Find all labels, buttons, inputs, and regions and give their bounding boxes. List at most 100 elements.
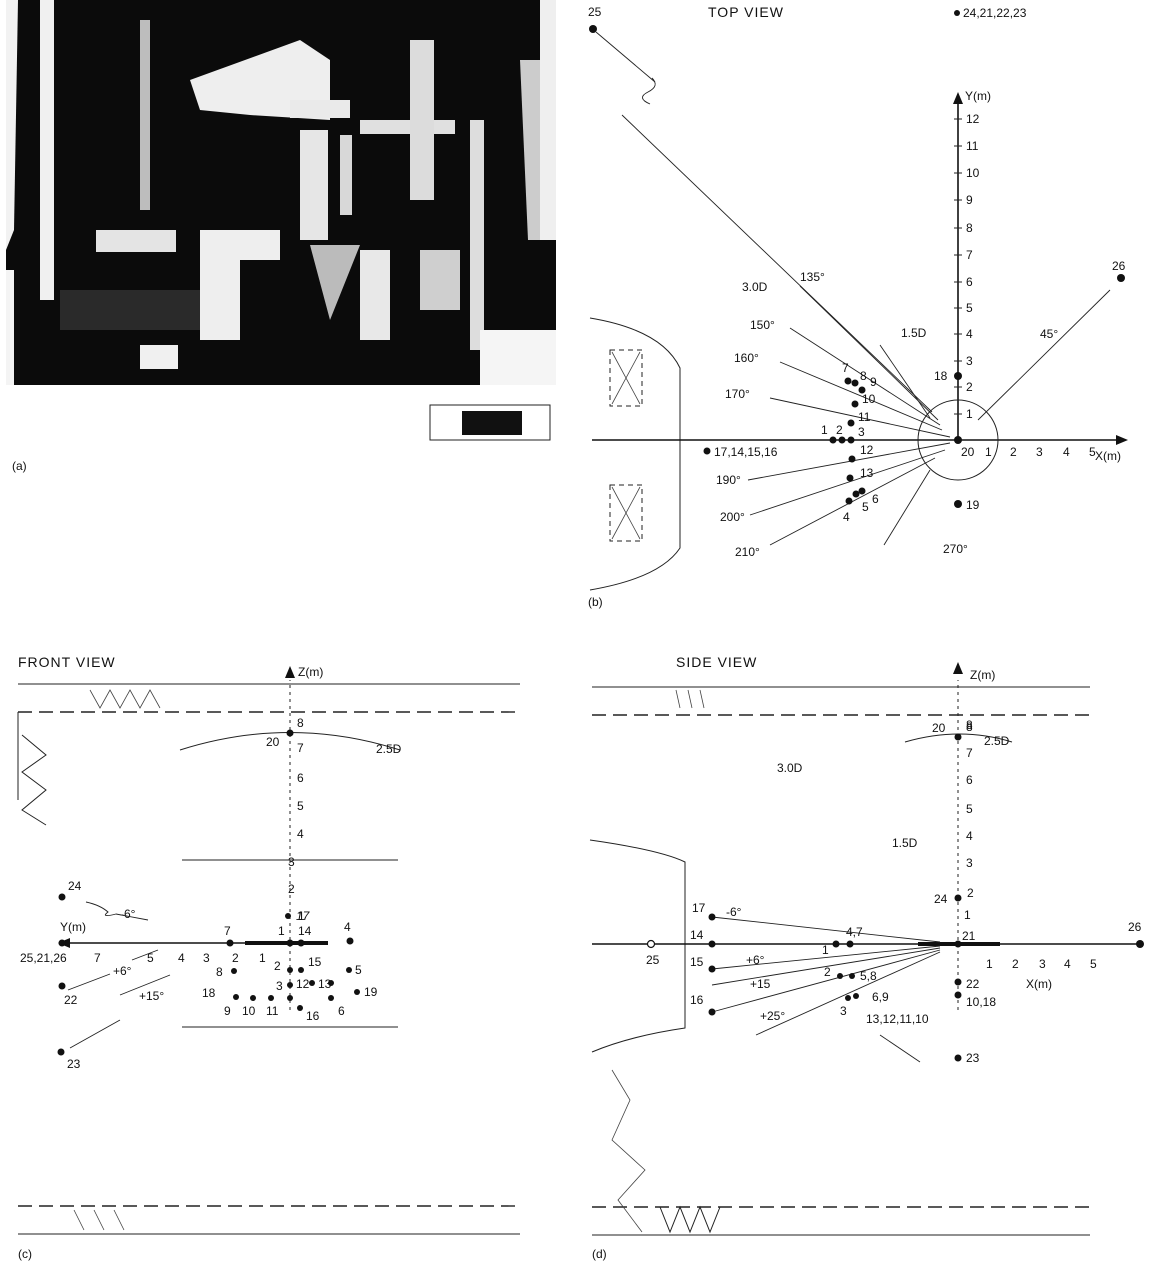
point-25-21-26 [58,939,66,947]
point-22 [954,978,962,986]
x-axis-arrow [1116,435,1128,445]
y-tick: 5 [966,301,973,315]
label-3: 3 [276,979,283,993]
point-6 [858,487,866,495]
angle-labels: 135° 150° 160° 170° 190° 200° 210° 270° … [716,270,1058,559]
ray-plus-15 [69,974,171,1049]
label-19: 19 [966,498,980,512]
x-tick: 5 [1090,957,1097,971]
label-11: 11 [858,410,871,424]
annot-minus-6: -6° [726,905,742,919]
label-24: 24 [68,879,82,893]
point-labels: 20 17 24 7 1 14 4 25,21,26 22 23 2 15 5 … [20,735,378,1071]
point-26 [1136,940,1144,948]
y-tick: 4 [966,327,973,341]
z-tick: 8 [297,716,304,730]
label-12: 12 [296,977,310,991]
label-6: 6 [338,1004,345,1018]
label-1: 1 [821,423,828,437]
point-4-7 [846,940,854,948]
panel-c-label: (c) [18,1247,32,1261]
point-13 [846,474,854,482]
dashed-box [609,484,643,542]
label-25-21-26: 25,21,26 [20,951,67,965]
label-3: 3 [840,1004,847,1018]
panel-b-title: TOP VIEW [708,4,784,20]
y-tick: 4 [178,951,185,965]
label-13: 13 [318,977,332,991]
point-20-8 [954,733,962,741]
label-10: 10 [862,392,876,406]
point-7 [226,939,234,947]
x-tick: 5 [1089,445,1096,459]
photograph [6,0,556,441]
label-24: 24 [934,892,948,906]
z-tick: 2 [967,886,974,900]
label-15: 15 [690,955,704,969]
y-tick: 10 [966,166,980,180]
annot-1-5d: 1.5D [892,836,918,850]
z-tick: 7 [966,746,973,760]
label-21: 21 [962,929,976,943]
point-14 [708,940,716,948]
point-19 [954,500,962,508]
y-ticks: 1 2 3 4 5 7 [94,951,266,965]
z-axis-arrow [953,662,963,674]
label-17: 17 [296,909,311,923]
point-20 [954,436,962,444]
origin-circle [917,399,999,481]
label-20: 20 [932,721,946,735]
angle-210: 210° [735,545,760,559]
label-8: 8 [966,720,973,734]
diameter-1-5d: 1.5D [901,326,927,340]
hatch-top [675,689,705,709]
point-5 [852,490,860,498]
x-tick: 4 [1063,445,1070,459]
structure-outline [589,839,686,1053]
panel-b: TOP VIEW Y(m) X(m) 1 2 3 4 5 6 7 8 9 10 … [588,4,1128,609]
point-2 [837,973,843,979]
z-tick: 4 [297,827,304,841]
label-9: 9 [224,1004,231,1018]
ray-plus-6 [67,949,159,991]
z-tick: 1 [964,908,971,922]
point-23 [57,1048,65,1056]
point-25 [646,939,656,949]
y-tick: 5 [147,951,154,965]
z-tick: 7 [297,741,304,755]
x-ticks: 1 2 3 4 5 [985,445,1096,459]
label-2: 2 [836,423,843,437]
dashed-box [609,349,643,407]
point-15 [298,967,304,973]
structure-outline [589,317,681,591]
point-labels: 20 8 24 21 26 17 14 15 16 4,7 1 25 2 5,8… [646,720,1142,1065]
x-axis-label: X(m) [1026,977,1052,991]
panel-c-title: FRONT VIEW [18,654,116,670]
label-5: 5 [862,500,869,514]
angle-190: 190° [716,473,741,487]
point-19 [354,989,360,995]
label-1: 1 [278,924,285,938]
y-tick: 1 [966,407,973,421]
panel-a-label: (a) [12,459,27,473]
point-5 [346,967,352,973]
point-6-9 [853,993,859,999]
label-10: 10 [242,1004,256,1018]
y-tick: 3 [966,354,973,368]
z-tick: 6 [297,771,304,785]
y-tick: 11 [966,139,979,153]
label-2: 2 [824,965,831,979]
label-13-12-11-10: 13,12,11,10 [866,1012,929,1026]
z-ticks: 1 2 3 4 5 6 7 8 [964,718,974,922]
data-points [589,10,1125,508]
y-tick: 7 [94,951,101,965]
point-13 [328,980,334,986]
point-4 [346,937,354,945]
z-axis-label: Z(m) [970,668,995,682]
panel-c: FRONT VIEW Z(m) Y(m) 1 2 3 4 5 6 7 [17,654,520,1261]
annot-minus-6: -6° [120,907,136,921]
label-22: 22 [64,993,78,1007]
point-9 [858,386,866,394]
point-3 [847,436,855,444]
zigzag-spring [21,734,47,826]
